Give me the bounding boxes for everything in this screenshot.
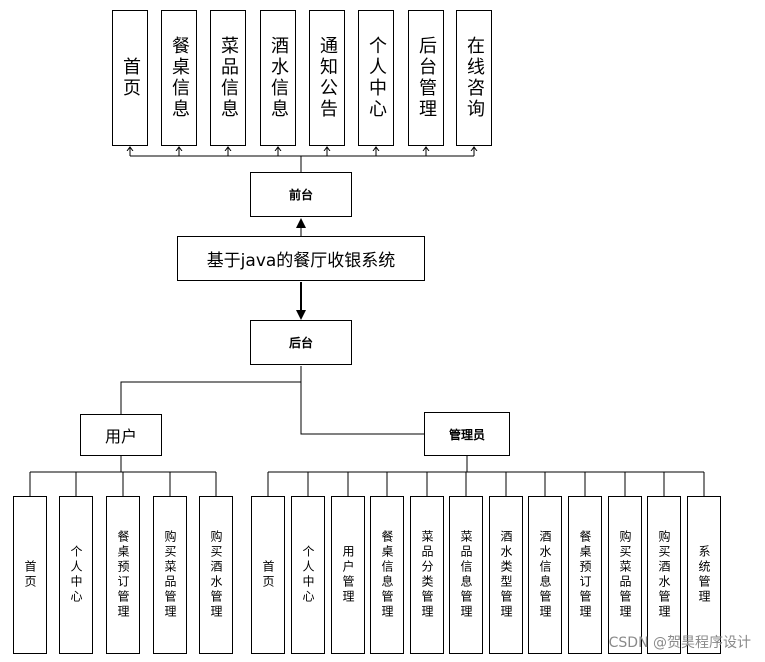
frontend-module-2: 菜品信息 — [210, 10, 246, 146]
admin-module-9: 购买菜品管理 — [608, 496, 642, 654]
user-module-1: 个人中心 — [59, 496, 93, 654]
system-box: 基于java的餐厅收银系统 — [177, 236, 425, 281]
admin-module-2: 用户管理 — [331, 496, 365, 654]
admin-module-1-label: 个人中心 — [301, 545, 315, 605]
admin-module-7: 酒水信息管理 — [528, 496, 562, 654]
frontend-module-1: 餐桌信息 — [161, 10, 197, 146]
admin-module-10: 购买酒水管理 — [647, 496, 681, 654]
admin-module-8-label: 餐桌预订管理 — [578, 530, 592, 620]
watermark: CSDN @贺昊程序设计 — [608, 635, 751, 651]
frontend-module-1-label: 餐桌信息 — [169, 36, 190, 120]
user-module-3-label: 购买菜品管理 — [163, 530, 177, 620]
admin-module-8: 餐桌预订管理 — [568, 496, 602, 654]
backend-to-user-line — [120, 366, 302, 414]
user-module-4: 购买酒水管理 — [199, 496, 233, 654]
user-box-label: 用户 — [104, 427, 137, 446]
admin-module-5-label: 菜品信息管理 — [459, 530, 473, 620]
admin-module-6: 酒水类型管理 — [489, 496, 523, 654]
admin-module-1: 个人中心 — [291, 496, 325, 654]
user-module-0: 首页 — [13, 496, 47, 654]
admin-module-3: 餐桌信息管理 — [370, 496, 404, 654]
user-module-0-label: 首页 — [23, 560, 37, 590]
frontend-module-2-label: 菜品信息 — [218, 36, 239, 120]
admin-module-11-label: 系统管理 — [697, 545, 711, 605]
user-module-2-label: 餐桌预订管理 — [116, 530, 130, 620]
user-box: 用户 — [80, 414, 162, 456]
frontend-module-0: 首页 — [112, 10, 148, 146]
system-box-label: 基于java的餐厅收银系统 — [206, 251, 396, 271]
user-module-4-label: 购买酒水管理 — [209, 530, 223, 620]
frontend-module-7-label: 在线咨询 — [464, 36, 485, 120]
frontend-module-6-label: 后台管理 — [416, 36, 437, 120]
frontend-box-label: 前台 — [288, 188, 313, 202]
frontend-module-5-label: 个人中心 — [366, 36, 387, 120]
user-module-1-label: 个人中心 — [69, 545, 83, 605]
frontend-module-0-label: 首页 — [120, 57, 141, 99]
admin-module-4: 菜品分类管理 — [410, 496, 444, 654]
admin-module-0-label: 首页 — [261, 560, 275, 590]
frontend-box: 前台 — [250, 172, 352, 217]
frontend-module-7: 在线咨询 — [456, 10, 492, 146]
frontend-module-4-label: 通知公告 — [317, 36, 338, 120]
frontend-module-6: 后台管理 — [408, 10, 444, 146]
admin-module-10-label: 购买酒水管理 — [657, 530, 671, 620]
admin-module-4-label: 菜品分类管理 — [420, 530, 434, 620]
backend-box-label: 后台 — [288, 336, 313, 350]
frontend-module-5: 个人中心 — [358, 10, 394, 146]
backend-to-admin-line — [300, 382, 424, 435]
admin-module-5: 菜品信息管理 — [449, 496, 483, 654]
user-module-2: 餐桌预订管理 — [106, 496, 140, 654]
admin-box-label: 管理员 — [448, 427, 485, 442]
frontend-module-3-label: 酒水信息 — [268, 36, 289, 120]
frontend-module-4: 通知公告 — [309, 10, 345, 146]
user-module-3: 购买菜品管理 — [153, 496, 187, 654]
admin-module-6-label: 酒水类型管理 — [499, 530, 513, 620]
admin-module-7-label: 酒水信息管理 — [538, 530, 552, 620]
admin-module-2-label: 用户管理 — [341, 545, 355, 605]
admin-module-9-label: 购买菜品管理 — [618, 530, 632, 620]
backend-box: 后台 — [250, 320, 352, 365]
admin-module-11: 系统管理 — [687, 496, 721, 654]
admin-box: 管理员 — [424, 412, 510, 456]
admin-module-3-label: 餐桌信息管理 — [380, 530, 394, 620]
frontend-module-3: 酒水信息 — [260, 10, 296, 146]
admin-module-0: 首页 — [251, 496, 285, 654]
